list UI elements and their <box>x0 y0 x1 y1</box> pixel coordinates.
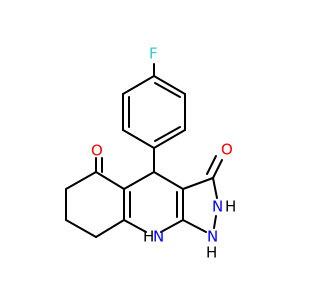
bond-c3a-c3 <box>182 177 214 190</box>
fluorine-label: F <box>149 45 158 63</box>
structure-svg: F O O N H N H H N <box>65 45 236 262</box>
ring-hydrogen-1-label: H <box>206 244 217 262</box>
bond-ar-1-double <box>154 82 181 98</box>
bridge-hydrogen-label: H <box>143 228 154 246</box>
ring-nitrogen-1-label: N <box>207 228 218 246</box>
bond-c3-o-double <box>206 155 217 175</box>
bond-c4-c4a <box>123 171 155 190</box>
bond-c3-o <box>212 159 223 179</box>
atom-labels: F O O N H N H H N <box>91 45 236 262</box>
ring-nitrogen-2-label: N <box>212 198 223 216</box>
bond-c8-c8a <box>95 219 125 238</box>
bond-c8a-n9 <box>123 219 147 233</box>
bonds <box>65 63 223 238</box>
bond-c7-c8 <box>65 219 97 238</box>
bond-n2-n1 <box>213 215 217 229</box>
bond-ar-1 <box>153 75 186 95</box>
molecule-diagram: F O O N H N H H N <box>65 45 236 262</box>
bond-ar-6 <box>122 75 155 95</box>
bond-ar-3-double <box>154 126 181 142</box>
bond-n9-c9a <box>160 219 184 233</box>
bond-c5-c6 <box>65 171 97 190</box>
bond-c3a-c4 <box>153 171 184 190</box>
ketone-oxygen-label: O <box>91 142 103 160</box>
bond-c4a-c5 <box>95 171 125 190</box>
bond-c3-n2 <box>212 177 218 199</box>
bond-ar-3 <box>153 129 186 149</box>
bond-ar-4 <box>122 129 155 149</box>
pyrazolone-oxygen-label: O <box>221 141 233 159</box>
bridge-nitrogen-label: N <box>153 228 164 246</box>
bond-n1-c9a <box>182 219 207 233</box>
ring-hydrogen-2-label: H <box>225 198 236 216</box>
